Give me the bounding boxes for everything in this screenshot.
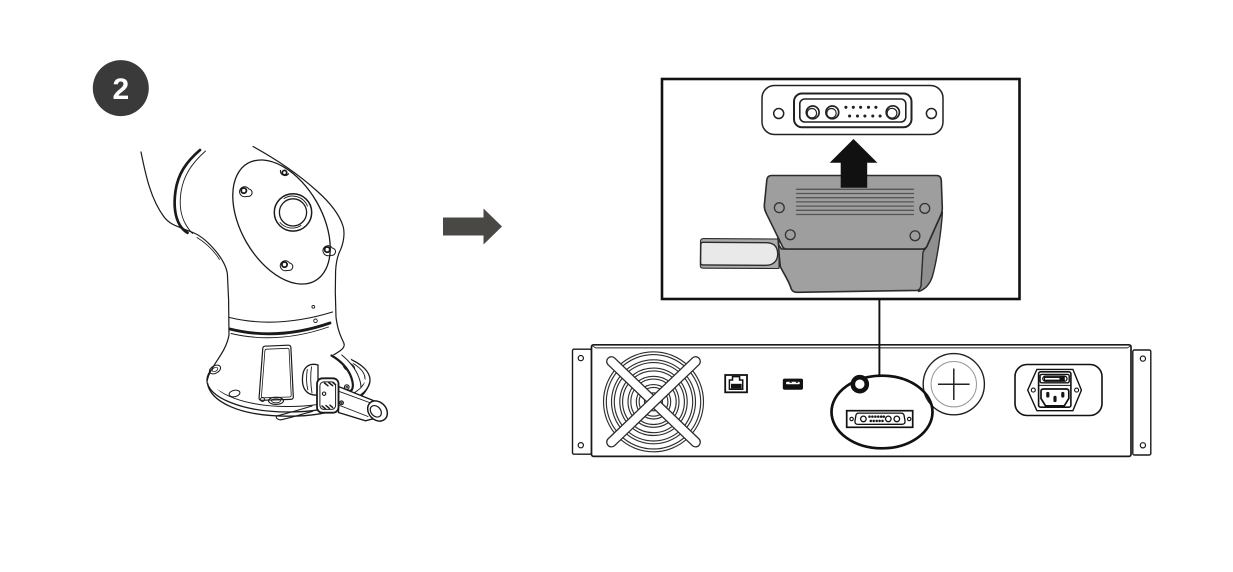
- svg-text:2: 2: [112, 73, 129, 106]
